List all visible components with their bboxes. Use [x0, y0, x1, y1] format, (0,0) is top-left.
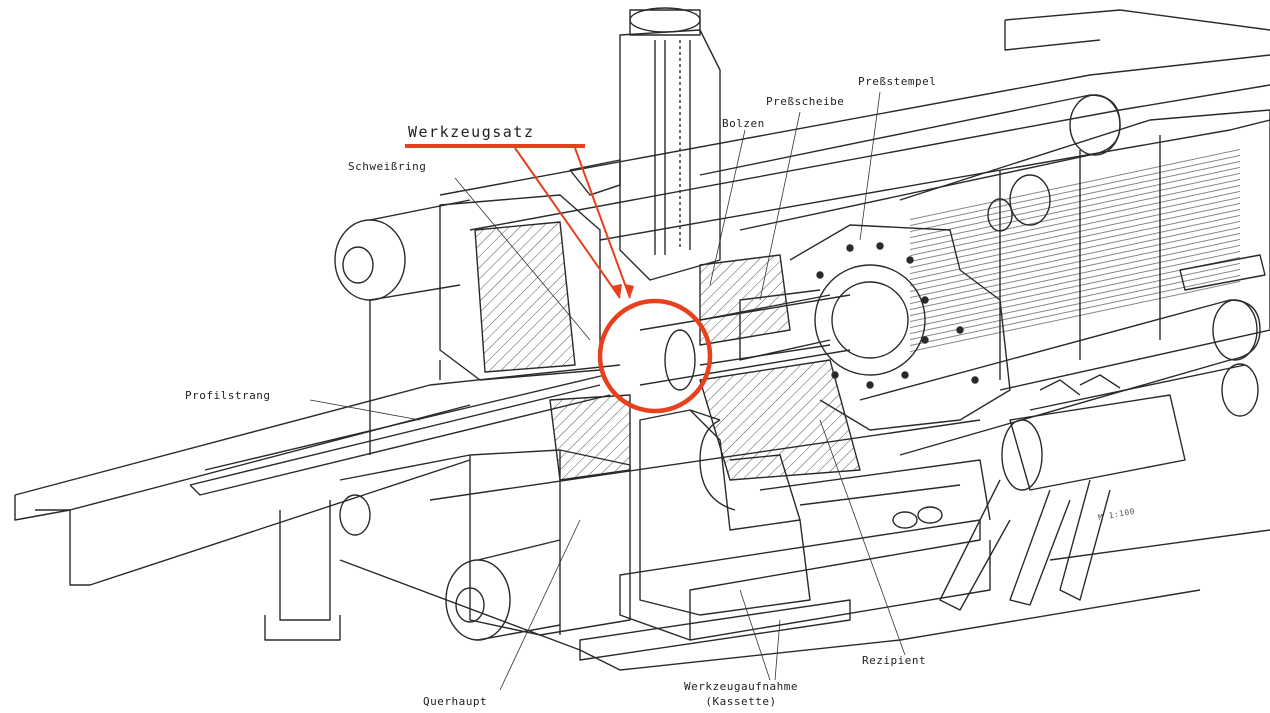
label-schweissring: Schweißring [348, 160, 427, 173]
label-profilstrang: Profilstrang [185, 389, 271, 402]
highlight-arrow-1 [514, 147, 621, 299]
highlight-underline [405, 144, 585, 148]
label-werkzeugsatz: Werkzeugsatz [408, 123, 535, 141]
label-pressscheibe: Preßscheibe [766, 95, 845, 108]
label-querhaupt: Querhaupt [423, 695, 488, 708]
label-bolzen: Bolzen [722, 117, 765, 130]
leader-lines [309, 91, 906, 691]
label-werkzeugaufnahme-line1: Werkzeugaufnahme [684, 680, 798, 693]
highlight-circle [597, 298, 713, 414]
label-pressstempel: Preßstempel [858, 75, 937, 88]
label-rezipient: Rezipient [862, 654, 927, 667]
label-werkzeugaufnahme-line2: (Kassette) [705, 695, 777, 708]
highlight-markers [514, 147, 713, 414]
machine-outline [14, 7, 1270, 671]
highlight-arrow-2 [574, 147, 631, 299]
label-werkzeugaufnahme: Werkzeugaufnahme (Kassette) [684, 679, 798, 709]
